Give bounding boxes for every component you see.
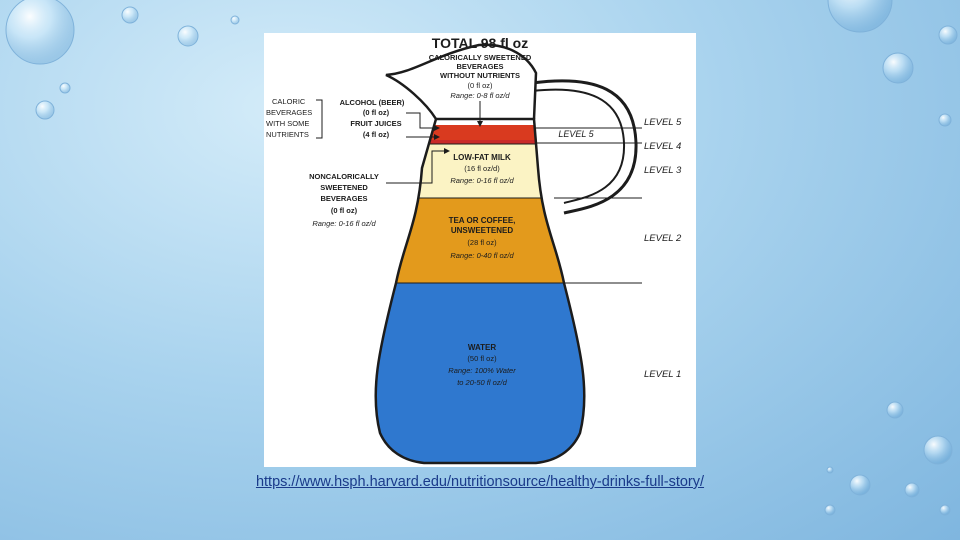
pitcher-handle (531, 79, 638, 215)
arrow-icon (477, 121, 483, 127)
pitcher-spout (385, 43, 538, 120)
noncaloric-range: Range: 0-16 fl oz/d (312, 219, 376, 228)
top-note-range: Range: 0-8 fl oz/d (450, 91, 510, 100)
top-note-line3: WITHOUT NUTRIENTS (440, 71, 520, 80)
alcohol-label: ALCOHOL (BEER) (340, 98, 405, 107)
level1-label: LEVEL 1 (644, 369, 681, 380)
tea-name-line1: TEA OR COFFEE, (449, 216, 516, 225)
arrow-icon (444, 148, 450, 154)
water-amount: (50 fl oz) (467, 354, 497, 363)
infographic-panel: TOTAL 98 fl oz CALORICALLY SWEETENED BEV… (264, 33, 696, 467)
level5-label: LEVEL 5 (644, 117, 682, 128)
caloric-line1: CALORIC (272, 97, 306, 106)
level2-label: LEVEL 2 (644, 233, 682, 244)
milk-name: LOW-FAT MILK (453, 153, 511, 162)
juice-amount: (4 fl oz) (363, 130, 390, 139)
noncaloric-line2: SWEETENED (320, 183, 368, 192)
pitcher-body-outline (374, 117, 586, 465)
level5-inner-label: LEVEL 5 (558, 129, 594, 139)
caloric-line3: WITH SOME (266, 119, 309, 128)
level-marker-lines (536, 127, 642, 284)
noncaloric-line3: BEVERAGES (320, 194, 367, 203)
top-note-amount: (0 fl oz) (467, 81, 493, 90)
water-range-line1: Range: 100% Water (448, 366, 516, 375)
arrow-icon (434, 125, 440, 131)
tea-amount: (28 fl oz) (467, 238, 497, 247)
top-note-line1: CALORICALLY SWEETENED (429, 53, 532, 62)
source-link[interactable]: https://www.hsph.harvard.edu/nutritionso… (255, 474, 705, 490)
water-droplet-icon (5, 0, 958, 516)
level4-label: LEVEL 4 (644, 141, 681, 152)
layer-level4 (375, 140, 585, 144)
juice-label: FRUIT JUICES (350, 119, 401, 128)
alcohol-amount: (0 fl oz) (363, 108, 390, 117)
noncaloric-amount: (0 fl oz) (331, 206, 358, 215)
milk-amount: (16 fl oz/d) (464, 164, 500, 173)
water-name: WATER (468, 343, 497, 352)
water-range-line2: to 20-50 fl oz/d (457, 378, 507, 387)
level3-label: LEVEL 3 (644, 165, 682, 176)
layer-water (375, 283, 585, 463)
milk-range: Range: 0-16 fl oz/d (450, 176, 514, 185)
caloric-line2: BEVERAGES (266, 108, 312, 117)
arrow-icon (434, 134, 440, 140)
tea-range: Range: 0-40 fl oz/d (450, 251, 514, 260)
caloric-line4: NUTRIENTS (266, 130, 309, 139)
top-note-line2: BEVERAGES (456, 62, 503, 71)
diagram-title: TOTAL 98 fl oz (432, 35, 528, 51)
pitcher-diagram: TOTAL 98 fl oz CALORICALLY SWEETENED BEV… (266, 35, 682, 465)
noncaloric-line1: NONCALORICALLY (309, 172, 379, 181)
tea-name-line2: UNSWEETENED (451, 226, 513, 235)
